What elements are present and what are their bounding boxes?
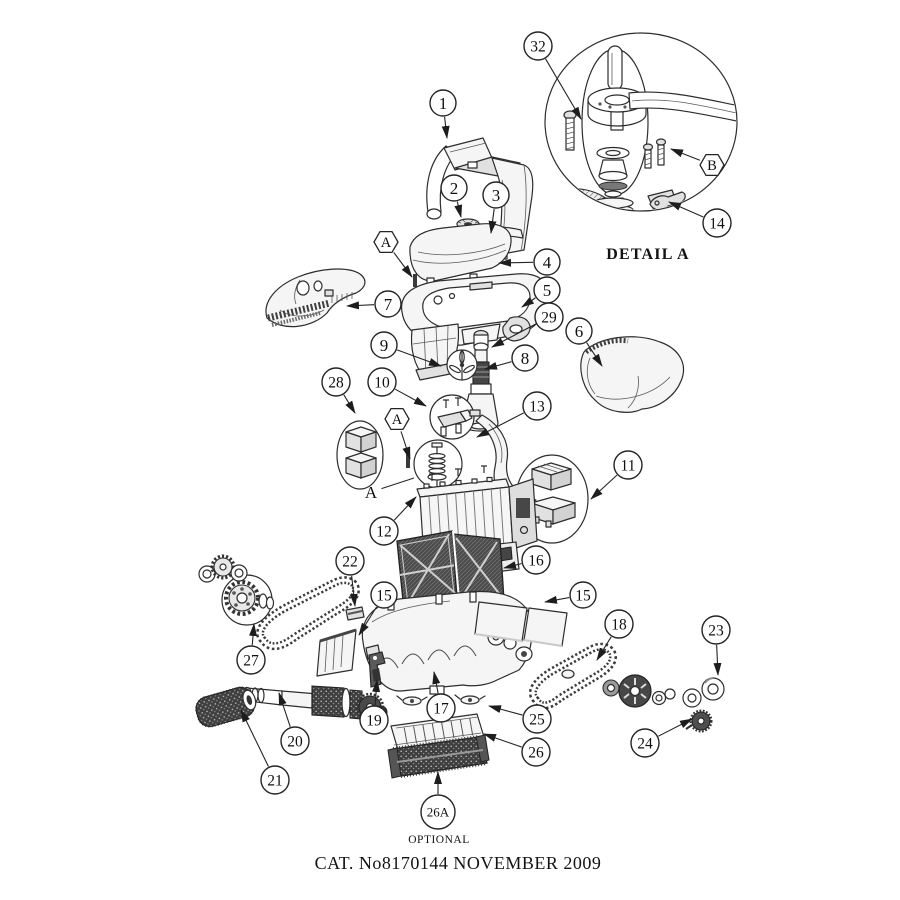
callout-11: 11 xyxy=(590,450,643,500)
callout-15-left-label: 15 xyxy=(376,587,392,604)
callout-24: 24 xyxy=(630,718,693,758)
callout-4: 4 xyxy=(498,248,561,276)
callout-23: 23 xyxy=(701,615,731,676)
callout-32: 32 xyxy=(523,31,582,120)
callout-12-label: 12 xyxy=(376,523,392,540)
latch-22-part xyxy=(345,606,365,621)
callout-3: 3 xyxy=(482,181,510,234)
callout-19: 19 xyxy=(359,679,389,735)
callout-19-label: 19 xyxy=(366,712,382,729)
optional-label: OPTIONAL xyxy=(408,834,470,846)
impeller-detail-circle xyxy=(446,349,478,381)
callout-7-label: 7 xyxy=(384,295,393,314)
callout-1: 1 xyxy=(429,89,457,139)
vane-panel-left xyxy=(316,628,357,677)
callout-15-right: 15 xyxy=(544,581,597,609)
callout-9: 9 xyxy=(370,331,442,367)
callout-28: 28 xyxy=(321,367,356,414)
callout-5-label: 5 xyxy=(543,281,552,300)
pinion-24 xyxy=(685,709,713,733)
track-chain-left xyxy=(256,576,361,651)
side-wing-part xyxy=(580,336,685,413)
callout-23-label: 23 xyxy=(708,622,724,639)
callout-2: 2 xyxy=(440,174,468,218)
callout-26-label: 26 xyxy=(528,744,544,761)
clip-small-right xyxy=(454,694,486,705)
callout-21-label: 21 xyxy=(267,772,283,789)
callout-6: 6 xyxy=(565,317,603,367)
callout-3-label: 3 xyxy=(492,186,501,205)
callout-8: 8 xyxy=(484,344,539,372)
callout-32-label: 32 xyxy=(530,38,546,55)
footer-caption: CAT. No8170144 NOVEMBER 2009 xyxy=(315,853,602,873)
callout-8-label: 8 xyxy=(521,349,530,368)
gear-detail-circle xyxy=(221,574,275,626)
callout-1-label: 1 xyxy=(439,94,448,113)
callout-25: 25 xyxy=(488,704,552,734)
clip-small-left xyxy=(396,695,428,706)
callout-ref-a-inline: A xyxy=(365,477,415,502)
callout-ref-a-mid: A xyxy=(384,407,411,460)
callout-26A: 26A xyxy=(420,771,456,830)
callout-27-label: 27 xyxy=(243,652,259,669)
callout-21: 21 xyxy=(240,709,290,795)
callout-12: 12 xyxy=(369,496,417,546)
callout-20: 20 xyxy=(278,692,310,756)
callout-ref-a-mid-label: A xyxy=(392,412,403,428)
callout-16-label: 16 xyxy=(528,552,544,569)
callout-10-label: 10 xyxy=(374,374,390,391)
callout-16: 16 xyxy=(503,545,551,575)
callout-29: 29 xyxy=(491,302,564,348)
callout-10: 10 xyxy=(367,367,427,407)
callout-ref-a-inline-label: A xyxy=(365,483,378,502)
callout-9-label: 9 xyxy=(380,336,389,355)
callout-22: 22 xyxy=(335,546,365,607)
brush-roller-part xyxy=(195,686,257,728)
side-pod-part xyxy=(265,268,366,328)
callout-15-right-label: 15 xyxy=(575,587,591,604)
diagram-artwork xyxy=(195,32,738,779)
callout-ref-b-label: B xyxy=(707,158,717,174)
callout-11-label: 11 xyxy=(621,457,636,474)
foam-blocks-28 xyxy=(336,420,384,490)
ring-bearings-23 xyxy=(682,677,725,708)
callout-ref-a-top-label: A xyxy=(381,235,392,251)
callout-25-label: 25 xyxy=(529,711,545,728)
spring-detail-circle xyxy=(406,439,463,490)
callout-2-label: 2 xyxy=(450,179,459,198)
callout-26A-label: 26A xyxy=(427,805,450,820)
callout-22-label: 22 xyxy=(342,553,358,570)
bracket-detail-circle xyxy=(429,394,475,440)
vane-panel-right xyxy=(474,601,568,647)
callout-14-label: 14 xyxy=(709,215,725,232)
callout-13-label: 13 xyxy=(529,398,545,415)
bearing-set xyxy=(198,554,248,583)
callout-27: 27 xyxy=(236,623,266,675)
callout-ref-b: B xyxy=(670,148,725,177)
callout-20-label: 20 xyxy=(287,733,303,750)
callout-14: 14 xyxy=(668,201,732,238)
callout-24-label: 24 xyxy=(637,735,653,752)
callout-26: 26 xyxy=(483,733,551,767)
callout-6-label: 6 xyxy=(575,322,584,341)
side-bracket-part xyxy=(368,651,386,688)
callout-29-label: 29 xyxy=(541,309,557,326)
callout-17: 17 xyxy=(426,671,456,723)
callout-18: 18 xyxy=(596,609,634,661)
callout-13: 13 xyxy=(476,391,552,438)
detail-a-label: DETAIL A xyxy=(606,246,690,263)
callout-17-label: 17 xyxy=(433,700,449,717)
callout-7: 7 xyxy=(346,290,402,318)
callout-15-left: 15 xyxy=(358,581,398,636)
callout-ref-a-top: A xyxy=(373,230,413,278)
pulley-cluster xyxy=(561,669,676,708)
callout-4-label: 4 xyxy=(543,253,552,272)
callout-18-label: 18 xyxy=(611,616,627,633)
optional-brush-part xyxy=(387,734,490,779)
callout-28-label: 28 xyxy=(328,374,344,391)
